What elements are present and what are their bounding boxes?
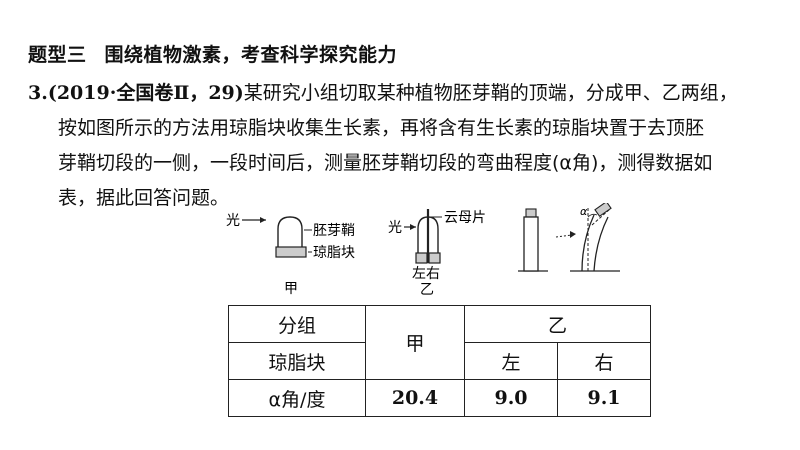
left-value-cell: 9.0 (464, 379, 558, 417)
right-header-cell: 右 (557, 342, 651, 380)
jia-caption: 甲 (284, 281, 298, 297)
transition-arrow (555, 234, 573, 238)
group-header-cell: 分组 (228, 305, 366, 343)
question-line-2: 按如图所示的方法用琼脂块收集生长素，再将含有生长素的琼脂块置于去顶胚 (58, 117, 705, 139)
alpha-angle-label: α (580, 205, 588, 218)
jia-header-cell: 甲 (365, 305, 465, 380)
experiment-figure: 光 胚芽鞘 琼脂块 甲 光 云母片 左右 乙 α (220, 200, 640, 303)
block-header-cell: 琼脂块 (228, 342, 366, 380)
question-line-1: 3.(2019·全国卷Ⅱ，29)某研究小组切取某种植物胚芽鞘的顶端，分成甲、乙两… (28, 82, 738, 104)
yi-left-right-label: 左右 (412, 266, 440, 282)
jia-agar-block (275, 246, 307, 258)
results-table: 分组 甲 乙 琼脂块 左 右 α角/度 20.4 9.0 9.1 (228, 305, 651, 417)
angle-label-cell: α角/度 (228, 379, 366, 417)
table-row: α角/度 20.4 9.0 9.1 (228, 379, 651, 417)
yi-mica-label: 云母片 (444, 210, 486, 226)
experiment-diagram: 光 胚芽鞘 琼脂块 甲 光 云母片 左右 乙 α (226, 200, 620, 298)
jia-value-cell: 20.4 (365, 379, 465, 417)
yi-agar-left (415, 252, 428, 264)
bent-agar-block (594, 200, 612, 218)
question-line-4: 表，据此回答问题。 (58, 187, 230, 209)
jia-coleoptile-tip (277, 216, 303, 247)
question-text: 3.(2019·全国卷Ⅱ，29)某研究小组切取某种植物胚芽鞘的顶端，分成甲、乙两… (28, 76, 788, 216)
table-row: 琼脂块 左 右 (228, 342, 651, 380)
table-row: 分组 甲 乙 (228, 305, 651, 380)
straight-agar-block (525, 208, 537, 218)
bent-coleoptile (581, 214, 609, 272)
yi-light-label: 光 (388, 220, 402, 236)
question-number: 3.(2019·全国卷Ⅱ，29) (28, 82, 244, 104)
yi-header-cell: 乙 (464, 305, 651, 343)
question-line-3: 芽鞘切段的一侧，一段时间后，测量胚芽鞘切段的弯曲程度(α角)，测得数据如 (58, 152, 713, 174)
left-header-cell: 左 (464, 342, 558, 380)
jia-coleoptile-label: 胚芽鞘 (313, 223, 355, 239)
section-heading: 题型三围绕植物激素，考查科学探究能力 (28, 40, 397, 67)
section-title: 围绕植物激素，考查科学探究能力 (104, 44, 398, 66)
yi-caption: 乙 (420, 282, 434, 298)
right-value-cell: 9.1 (557, 379, 651, 417)
straight-coleoptile (523, 216, 539, 272)
jia-agar-label: 琼脂块 (313, 245, 355, 261)
section-label: 题型三 (28, 44, 87, 66)
yi-agar-right (428, 252, 441, 264)
jia-light-label: 光 (226, 213, 240, 229)
